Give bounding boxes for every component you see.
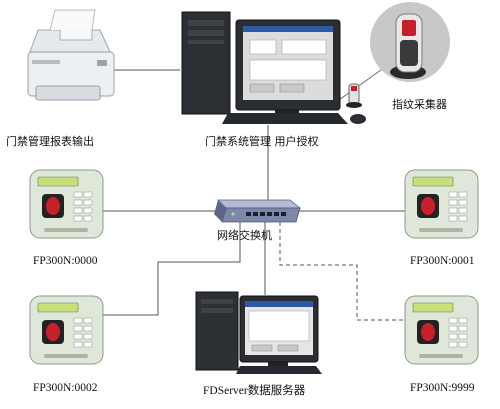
- terminal-9999-label: FP300N:9999: [410, 382, 475, 394]
- network-switch-icon: [214, 199, 302, 223]
- fp-terminal-9999-icon: [404, 295, 479, 365]
- server-computer-icon: [195, 291, 322, 374]
- server-label: FDServer数据服务器: [203, 385, 306, 397]
- fp-terminal-0002-icon: [29, 295, 104, 365]
- terminal-0000-label: FP300N:0000: [33, 255, 98, 267]
- fingerprint-collector-icon: [346, 2, 450, 108]
- line-switch-term0002: [103, 222, 241, 316]
- terminal-0001-label: FP300N:0001: [410, 255, 475, 267]
- fp-collector-label: 指纹采集器: [392, 98, 447, 111]
- line-switch-term9999: [279, 222, 405, 321]
- admin-computer-icon: [181, 11, 366, 124]
- switch-label: 网络交换机: [217, 229, 272, 242]
- printer-label: 门禁管理报表输出: [6, 135, 94, 148]
- fp-terminal-0000-icon: [29, 169, 104, 239]
- printer-icon: [27, 9, 115, 101]
- fp-terminal-0001-icon: [404, 169, 479, 239]
- admin-pc-label: 门禁系统管理 用户授权: [205, 135, 319, 148]
- terminal-0002-label: FP300N:0002: [33, 382, 98, 394]
